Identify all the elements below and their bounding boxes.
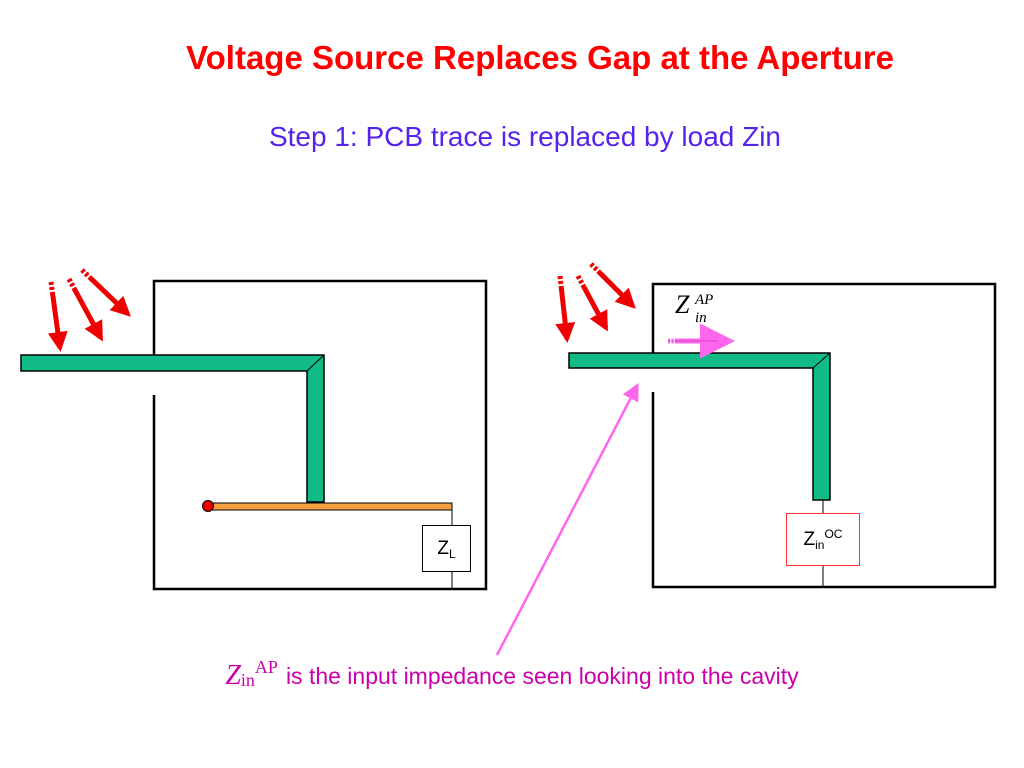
right-pcb-trace [568, 352, 831, 501]
left-trace-corner [306, 354, 325, 372]
oc-impedance-label: ZinOC [803, 526, 843, 552]
right-cavity-wall [651, 282, 997, 589]
caption-symbol-sub: in [240, 670, 255, 690]
caption-text: is the input impedance seen looking into… [285, 663, 799, 689]
incident-wave-icon [575, 274, 609, 332]
probe-end-dot [202, 500, 214, 512]
left-pcb-trace [20, 354, 325, 503]
incident-wave-icon [80, 268, 131, 317]
orange-wire [209, 502, 453, 511]
right-incident-arrows [555, 262, 636, 343]
right-trace-corner [812, 352, 831, 369]
aperture-impedance-sup: AP [695, 292, 714, 308]
left-panel [20, 268, 488, 591]
incident-wave-icon [589, 262, 636, 309]
aperture-impedance-sub: in [695, 310, 707, 326]
slide-subtitle: Step 1: PCB trace is replaced by load Zi… [268, 121, 782, 152]
oc-impedance-box: ZinOC [786, 513, 860, 566]
right-panel [555, 262, 997, 589]
load-impedance-label: ZL [437, 537, 456, 561]
slide-title: Voltage Source Replaces Gap at the Apert… [186, 39, 894, 76]
incident-wave-icon [555, 275, 576, 343]
aperture-impedance-label: Z AP in [675, 290, 735, 330]
caption-symbol-sup: AP [254, 657, 278, 677]
left-incident-arrows [47, 268, 131, 352]
incident-wave-icon [47, 281, 68, 352]
caption-symbol: Z [225, 660, 241, 691]
aperture-pointer-arrow [495, 382, 639, 656]
aperture-impedance-symbol: Z [675, 290, 690, 319]
left-cavity-wall [152, 279, 488, 591]
incident-wave-icon [66, 277, 104, 342]
load-impedance-box: ZL [422, 525, 471, 572]
